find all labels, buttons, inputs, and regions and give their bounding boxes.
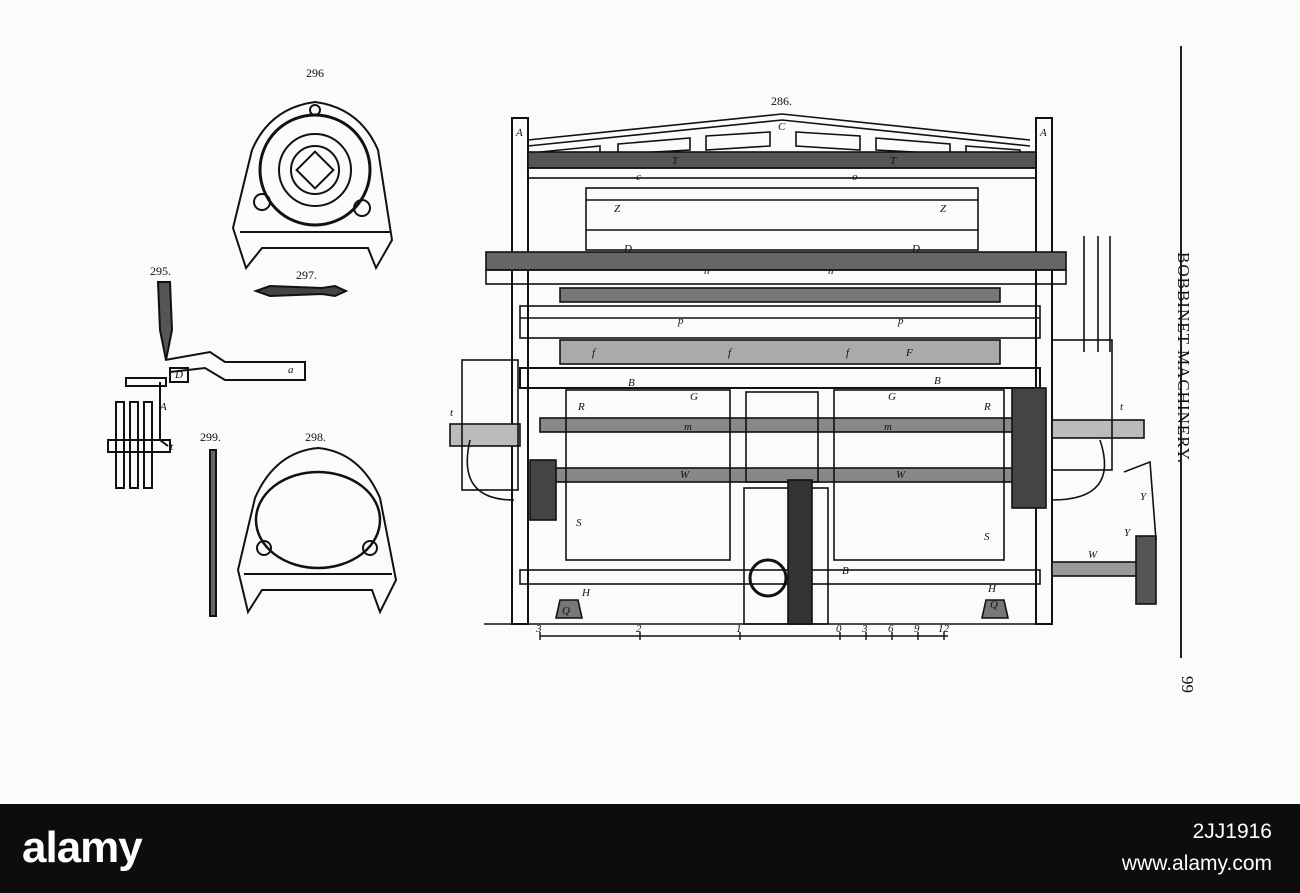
running-title: BOBBINET MACHINERY. xyxy=(1174,252,1193,465)
svg-text:t: t xyxy=(450,407,454,419)
figure-296-drawing xyxy=(231,100,394,298)
svg-text:A: A xyxy=(159,401,167,413)
image-id: 2JJ1916 xyxy=(1192,820,1272,843)
svg-text:2: 2 xyxy=(636,623,642,635)
svg-text:D: D xyxy=(174,369,183,381)
svg-text:n: n xyxy=(828,265,834,277)
svg-text:A: A xyxy=(515,127,523,139)
svg-text:H: H xyxy=(581,587,591,599)
engraving-page: 296 297. 295. xyxy=(107,46,1197,693)
figure-295-label: 295. xyxy=(150,264,171,278)
svg-text:3: 3 xyxy=(861,623,868,635)
svg-text:Z: Z xyxy=(614,203,621,215)
margin-rule xyxy=(1180,46,1182,658)
svg-text:p: p xyxy=(897,315,904,327)
svg-text:Y: Y xyxy=(1124,527,1132,539)
svg-text:F: F xyxy=(905,347,913,359)
svg-text:p: p xyxy=(677,315,684,327)
svg-text:t: t xyxy=(1120,401,1124,413)
svg-text:G: G xyxy=(690,391,698,403)
svg-text:G: G xyxy=(888,391,896,403)
svg-text:6: 6 xyxy=(888,623,894,635)
svg-text:Q: Q xyxy=(562,605,570,617)
svg-text:n: n xyxy=(704,265,710,277)
svg-text:T: T xyxy=(672,155,679,167)
svg-text:S: S xyxy=(984,531,990,543)
svg-text:Q: Q xyxy=(990,599,998,611)
svg-text:f: f xyxy=(846,347,851,359)
figure-296-label: 296 xyxy=(306,66,324,80)
svg-text:12: 12 xyxy=(938,623,950,635)
svg-text:C: C xyxy=(778,121,786,133)
svg-text:W: W xyxy=(680,469,690,481)
svg-text:m: m xyxy=(884,421,892,433)
svg-text:D: D xyxy=(911,243,920,255)
svg-text:R: R xyxy=(983,401,991,413)
svg-text:T: T xyxy=(890,155,897,167)
svg-text:D: D xyxy=(623,243,632,255)
svg-text:H: H xyxy=(987,583,997,595)
svg-text:c: c xyxy=(636,171,641,183)
svg-text:Z: Z xyxy=(940,203,947,215)
stock-image-id: 2JJ1916 www.alamy.com xyxy=(1122,816,1272,880)
figure-286-label: 286. xyxy=(771,94,792,108)
svg-text:Y: Y xyxy=(1140,491,1148,503)
svg-text:f: f xyxy=(592,347,597,359)
svg-text:3: 3 xyxy=(535,623,542,635)
svg-text:m: m xyxy=(684,421,692,433)
svg-text:1: 1 xyxy=(736,623,742,635)
svg-text:t: t xyxy=(170,441,174,453)
svg-text:W: W xyxy=(1088,549,1098,561)
svg-text:o: o xyxy=(852,171,858,183)
svg-text:W: W xyxy=(896,469,906,481)
figure-286-machine-drawing: A A C T T c o Z Z D D n n p p f f f F B … xyxy=(449,113,1157,640)
figure-298-299-drawing xyxy=(209,446,398,617)
svg-text:0: 0 xyxy=(836,623,842,635)
svg-text:f: f xyxy=(728,347,733,359)
svg-text:A: A xyxy=(1039,127,1047,139)
figure-297-label: 297. xyxy=(296,268,317,282)
figure-299-label: 299. xyxy=(200,430,221,444)
alamy-logo: alamy xyxy=(22,823,143,872)
figure-298-label: 298. xyxy=(305,430,326,444)
page-number: 99 xyxy=(1178,676,1197,693)
svg-text:B: B xyxy=(934,375,941,387)
site-url: www.alamy.com xyxy=(1121,852,1272,875)
svg-text:B: B xyxy=(842,565,849,577)
svg-text:a: a xyxy=(288,364,294,376)
watermark-footer xyxy=(0,804,1300,893)
svg-text:S: S xyxy=(576,517,582,529)
svg-text:9: 9 xyxy=(914,623,920,635)
svg-text:B: B xyxy=(628,377,635,389)
svg-text:R: R xyxy=(577,401,585,413)
figure-295-drawing: a D A t xyxy=(107,281,306,489)
